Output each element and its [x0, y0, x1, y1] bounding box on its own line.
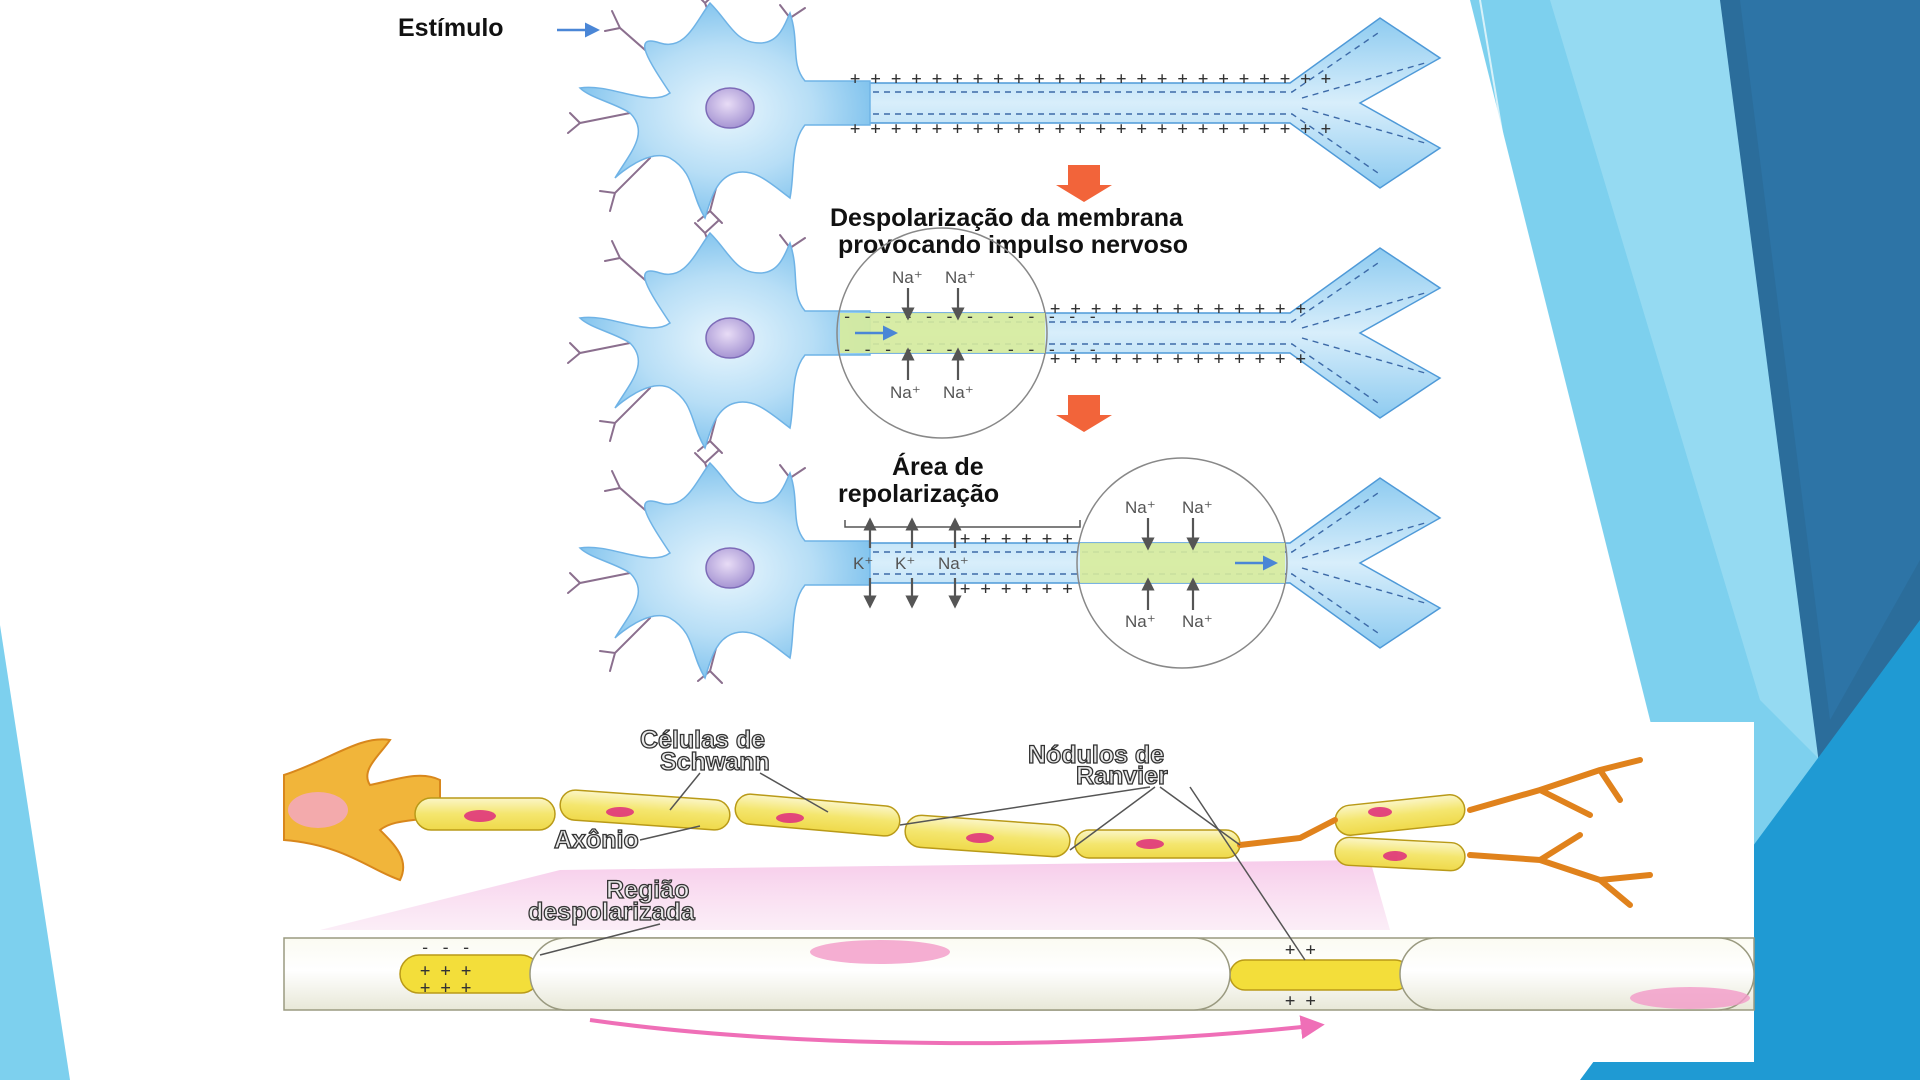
background-decoration-left [0, 625, 70, 1080]
depolarized-node-right [1229, 959, 1411, 991]
pointer-region [539, 923, 661, 956]
charges-2-inner-bottom: - - - - - - - - - - - - - [842, 340, 1098, 360]
neuron-resting: + + + + + + + + + + + + + + + + + + + + … [567, 0, 1441, 224]
charges-3-top: + + + + + + [960, 529, 1073, 549]
label-schwann-2: Schwann [660, 748, 770, 776]
ion-na-9: Na⁺ [938, 554, 969, 573]
label-ranvier-2: Ranvier [1076, 762, 1168, 790]
pointer-schwann-1 [759, 772, 829, 813]
label-ranvier-1: Nódulos de [1028, 741, 1164, 769]
soma-orange [283, 738, 441, 882]
depolarized-zone-circle [836, 227, 1048, 439]
charges-node-left-top: + + + [420, 961, 471, 981]
charges-resting-bottom: + + + + + + + + + + + + + + + + + + + + … [850, 119, 1331, 139]
ion-na-2: Na⁺ [945, 268, 976, 287]
label-depolarization-2: provocando impulso nervoso [838, 231, 1188, 259]
label-depolarization-1: Despolarização da membrana [830, 204, 1184, 232]
down-arrow-icon [1056, 165, 1112, 202]
diagram-nerve-impulse: Estímulo + + + + + + + + + + + + + + + +… [398, 0, 1441, 684]
label-stimulus: Estímulo [398, 14, 504, 42]
ion-na-6: Na⁺ [1182, 498, 1213, 517]
diagram-myelinated-axon: + + + + + + + + + + - - - Células de Sch… [283, 722, 1755, 1062]
saltatory-arrow [589, 1015, 1325, 1046]
axon-terminal [1237, 757, 1653, 908]
schwann-nuclei [464, 807, 1407, 861]
pointer-axon [639, 825, 701, 841]
ion-k-1: K⁺ [853, 554, 873, 573]
pointers-ranvier [899, 786, 1306, 961]
ion-na-3: Na⁺ [890, 383, 921, 402]
depolarized-zone-circle-2 [1076, 457, 1288, 669]
charges-resting-top: + + + + + + + + + + + + + + + + + + + + … [850, 69, 1331, 89]
neuron-repolarizing: + + + + + + + + + + + + Na⁺ Na⁺ Na⁺ Na⁺ … [567, 450, 1441, 684]
ion-na-8: Na⁺ [1182, 612, 1213, 631]
ion-na-7: Na⁺ [1125, 612, 1156, 631]
label-schwann-1: Células de [640, 726, 765, 754]
charges-node-left-bottom: + + + [420, 978, 471, 998]
charges-node-right-top: + + [1285, 940, 1316, 960]
charges-2-top: + + + + + + + + + + + + + [1050, 299, 1306, 319]
zoom-fan [320, 860, 1390, 930]
myelin-segment-large [529, 937, 1231, 1011]
charges-2-inner-top: - - - - - - - - - - - - - [842, 307, 1098, 327]
accent-line [1479, 0, 1601, 721]
charges-left-outer: - - - [420, 938, 471, 958]
ion-na-5: Na⁺ [1125, 498, 1156, 517]
charges-2-bottom: + + + + + + + + + + + + + [1050, 349, 1306, 369]
charges-node-right-bottom: + + [1285, 991, 1316, 1011]
ion-na-4: Na⁺ [943, 383, 974, 402]
label-repolarization-2: repolarização [838, 480, 999, 508]
down-arrow-icon [1056, 395, 1112, 432]
repolarization-bracket [844, 520, 1081, 528]
label-region-2: despolarizada [528, 898, 696, 926]
neuron-depolarizing: + + + + + + + + + + + + + + + + + + + + … [567, 220, 1441, 454]
ion-k-2: K⁺ [895, 554, 915, 573]
label-repolarization-1: Área de [892, 452, 984, 481]
ion-na-1: Na⁺ [892, 268, 923, 287]
pointer-schwann-2 [669, 772, 701, 811]
label-axon: Axônio [554, 826, 639, 854]
accent-shape-left [0, 625, 70, 1080]
charges-3-bottom: + + + + + + [960, 579, 1073, 599]
zoomed-axon: + + + + + + + + + + - - - [283, 937, 1755, 1046]
accent-shape-dark-2 [1740, 0, 1920, 720]
label-region-1: Região [606, 876, 689, 904]
